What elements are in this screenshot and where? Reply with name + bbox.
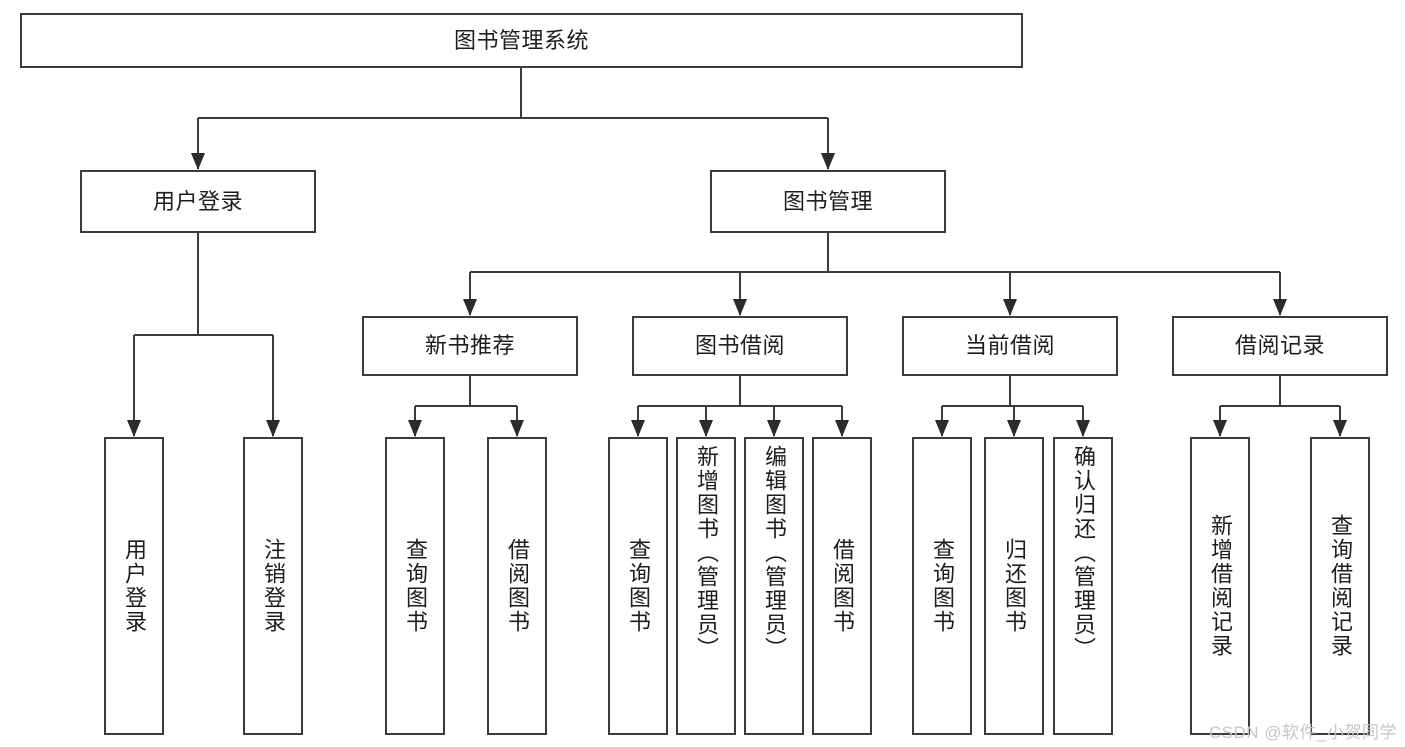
arrow-icon-user-login bbox=[191, 153, 205, 170]
node-label-user-login: 用户登录 bbox=[152, 188, 243, 214]
node-label-new-book-rec: 新书推荐 bbox=[424, 333, 515, 359]
arrow-icon-leaf-user-login bbox=[127, 420, 141, 437]
node-label-leaf-user-login: 用户登录 bbox=[122, 538, 147, 634]
node-user-login[interactable]: 用户登录 bbox=[80, 170, 316, 233]
node-book-borrow[interactable]: 图书借阅 bbox=[632, 316, 848, 376]
arrow-icon-leaf-rec-borrow bbox=[510, 420, 524, 437]
node-root[interactable]: 图书管理系统 bbox=[20, 13, 1023, 68]
node-label-leaf-book-borrow: 借阅图书 bbox=[830, 538, 855, 634]
node-label-leaf-book-edit: 编辑图书（管理员） bbox=[762, 445, 787, 661]
node-label-leaf-cur-query: 查询图书 bbox=[930, 538, 955, 634]
node-label-leaf-rec-add: 新增借阅记录 bbox=[1208, 514, 1233, 658]
node-leaf-book-edit[interactable]: 编辑图书（管理员） bbox=[744, 437, 804, 735]
node-leaf-borrow-query[interactable]: 查询图书 bbox=[608, 437, 668, 735]
arrow-icon-leaf-book-edit bbox=[767, 420, 781, 437]
node-leaf-user-logout[interactable]: 注销登录 bbox=[243, 437, 303, 735]
arrow-icon-leaf-cur-query bbox=[935, 420, 949, 437]
node-label-book-manage: 图书管理 bbox=[782, 188, 873, 214]
arrow-icon-book-borrow bbox=[733, 299, 747, 316]
node-leaf-cur-query[interactable]: 查询图书 bbox=[912, 437, 972, 735]
node-label-leaf-book-add: 新增图书（管理员） bbox=[694, 445, 719, 661]
node-label-leaf-cur-confirm: 确认归还（管理员） bbox=[1071, 445, 1096, 661]
node-label-leaf-borrow-query: 查询图书 bbox=[626, 538, 651, 634]
arrow-icon-leaf-book-add bbox=[699, 420, 713, 437]
node-leaf-book-borrow[interactable]: 借阅图书 bbox=[812, 437, 872, 735]
node-label-leaf-cur-return: 归还图书 bbox=[1002, 538, 1027, 634]
arrow-icon-borrow-record bbox=[1273, 299, 1287, 316]
node-label-leaf-user-logout: 注销登录 bbox=[261, 538, 286, 634]
node-label-current-borrow: 当前借阅 bbox=[964, 333, 1055, 359]
arrow-icon-leaf-book-borrow bbox=[835, 420, 849, 437]
arrow-icon-new-book-rec bbox=[463, 299, 477, 316]
arrow-icon-leaf-borrow-query bbox=[631, 420, 645, 437]
arrow-icon-leaf-cur-confirm bbox=[1076, 420, 1090, 437]
node-label-leaf-rec-query2: 查询借阅记录 bbox=[1328, 514, 1353, 658]
node-label-leaf-rec-query: 查询图书 bbox=[403, 538, 428, 634]
node-label-root: 图书管理系统 bbox=[453, 27, 589, 53]
node-book-manage[interactable]: 图书管理 bbox=[710, 170, 946, 233]
node-new-book-rec[interactable]: 新书推荐 bbox=[362, 316, 578, 376]
arrow-icon-leaf-cur-return bbox=[1007, 420, 1021, 437]
node-current-borrow[interactable]: 当前借阅 bbox=[902, 316, 1118, 376]
node-label-borrow-record: 借阅记录 bbox=[1234, 333, 1325, 359]
arrow-icon-leaf-rec-query2 bbox=[1333, 420, 1347, 437]
arrow-icon-leaf-rec-query bbox=[408, 420, 422, 437]
node-borrow-record[interactable]: 借阅记录 bbox=[1172, 316, 1388, 376]
arrow-icon-current-borrow bbox=[1003, 299, 1017, 316]
arrow-icon-leaf-rec-add bbox=[1213, 420, 1227, 437]
node-leaf-cur-return[interactable]: 归还图书 bbox=[984, 437, 1044, 735]
arrow-icon-book-manage bbox=[821, 153, 835, 170]
node-label-leaf-rec-borrow: 借阅图书 bbox=[505, 538, 530, 634]
node-leaf-rec-borrow[interactable]: 借阅图书 bbox=[487, 437, 547, 735]
node-leaf-rec-add[interactable]: 新增借阅记录 bbox=[1190, 437, 1250, 735]
node-leaf-user-login[interactable]: 用户登录 bbox=[104, 437, 164, 735]
node-leaf-cur-confirm[interactable]: 确认归还（管理员） bbox=[1053, 437, 1113, 735]
node-label-book-borrow: 图书借阅 bbox=[694, 333, 785, 359]
csdn-watermark: CSDN @软件_小贺同学 bbox=[1208, 723, 1397, 742]
node-leaf-rec-query2[interactable]: 查询借阅记录 bbox=[1310, 437, 1370, 735]
node-leaf-rec-query[interactable]: 查询图书 bbox=[385, 437, 445, 735]
arrow-icon-leaf-user-logout bbox=[266, 420, 280, 437]
node-leaf-book-add[interactable]: 新增图书（管理员） bbox=[676, 437, 736, 735]
